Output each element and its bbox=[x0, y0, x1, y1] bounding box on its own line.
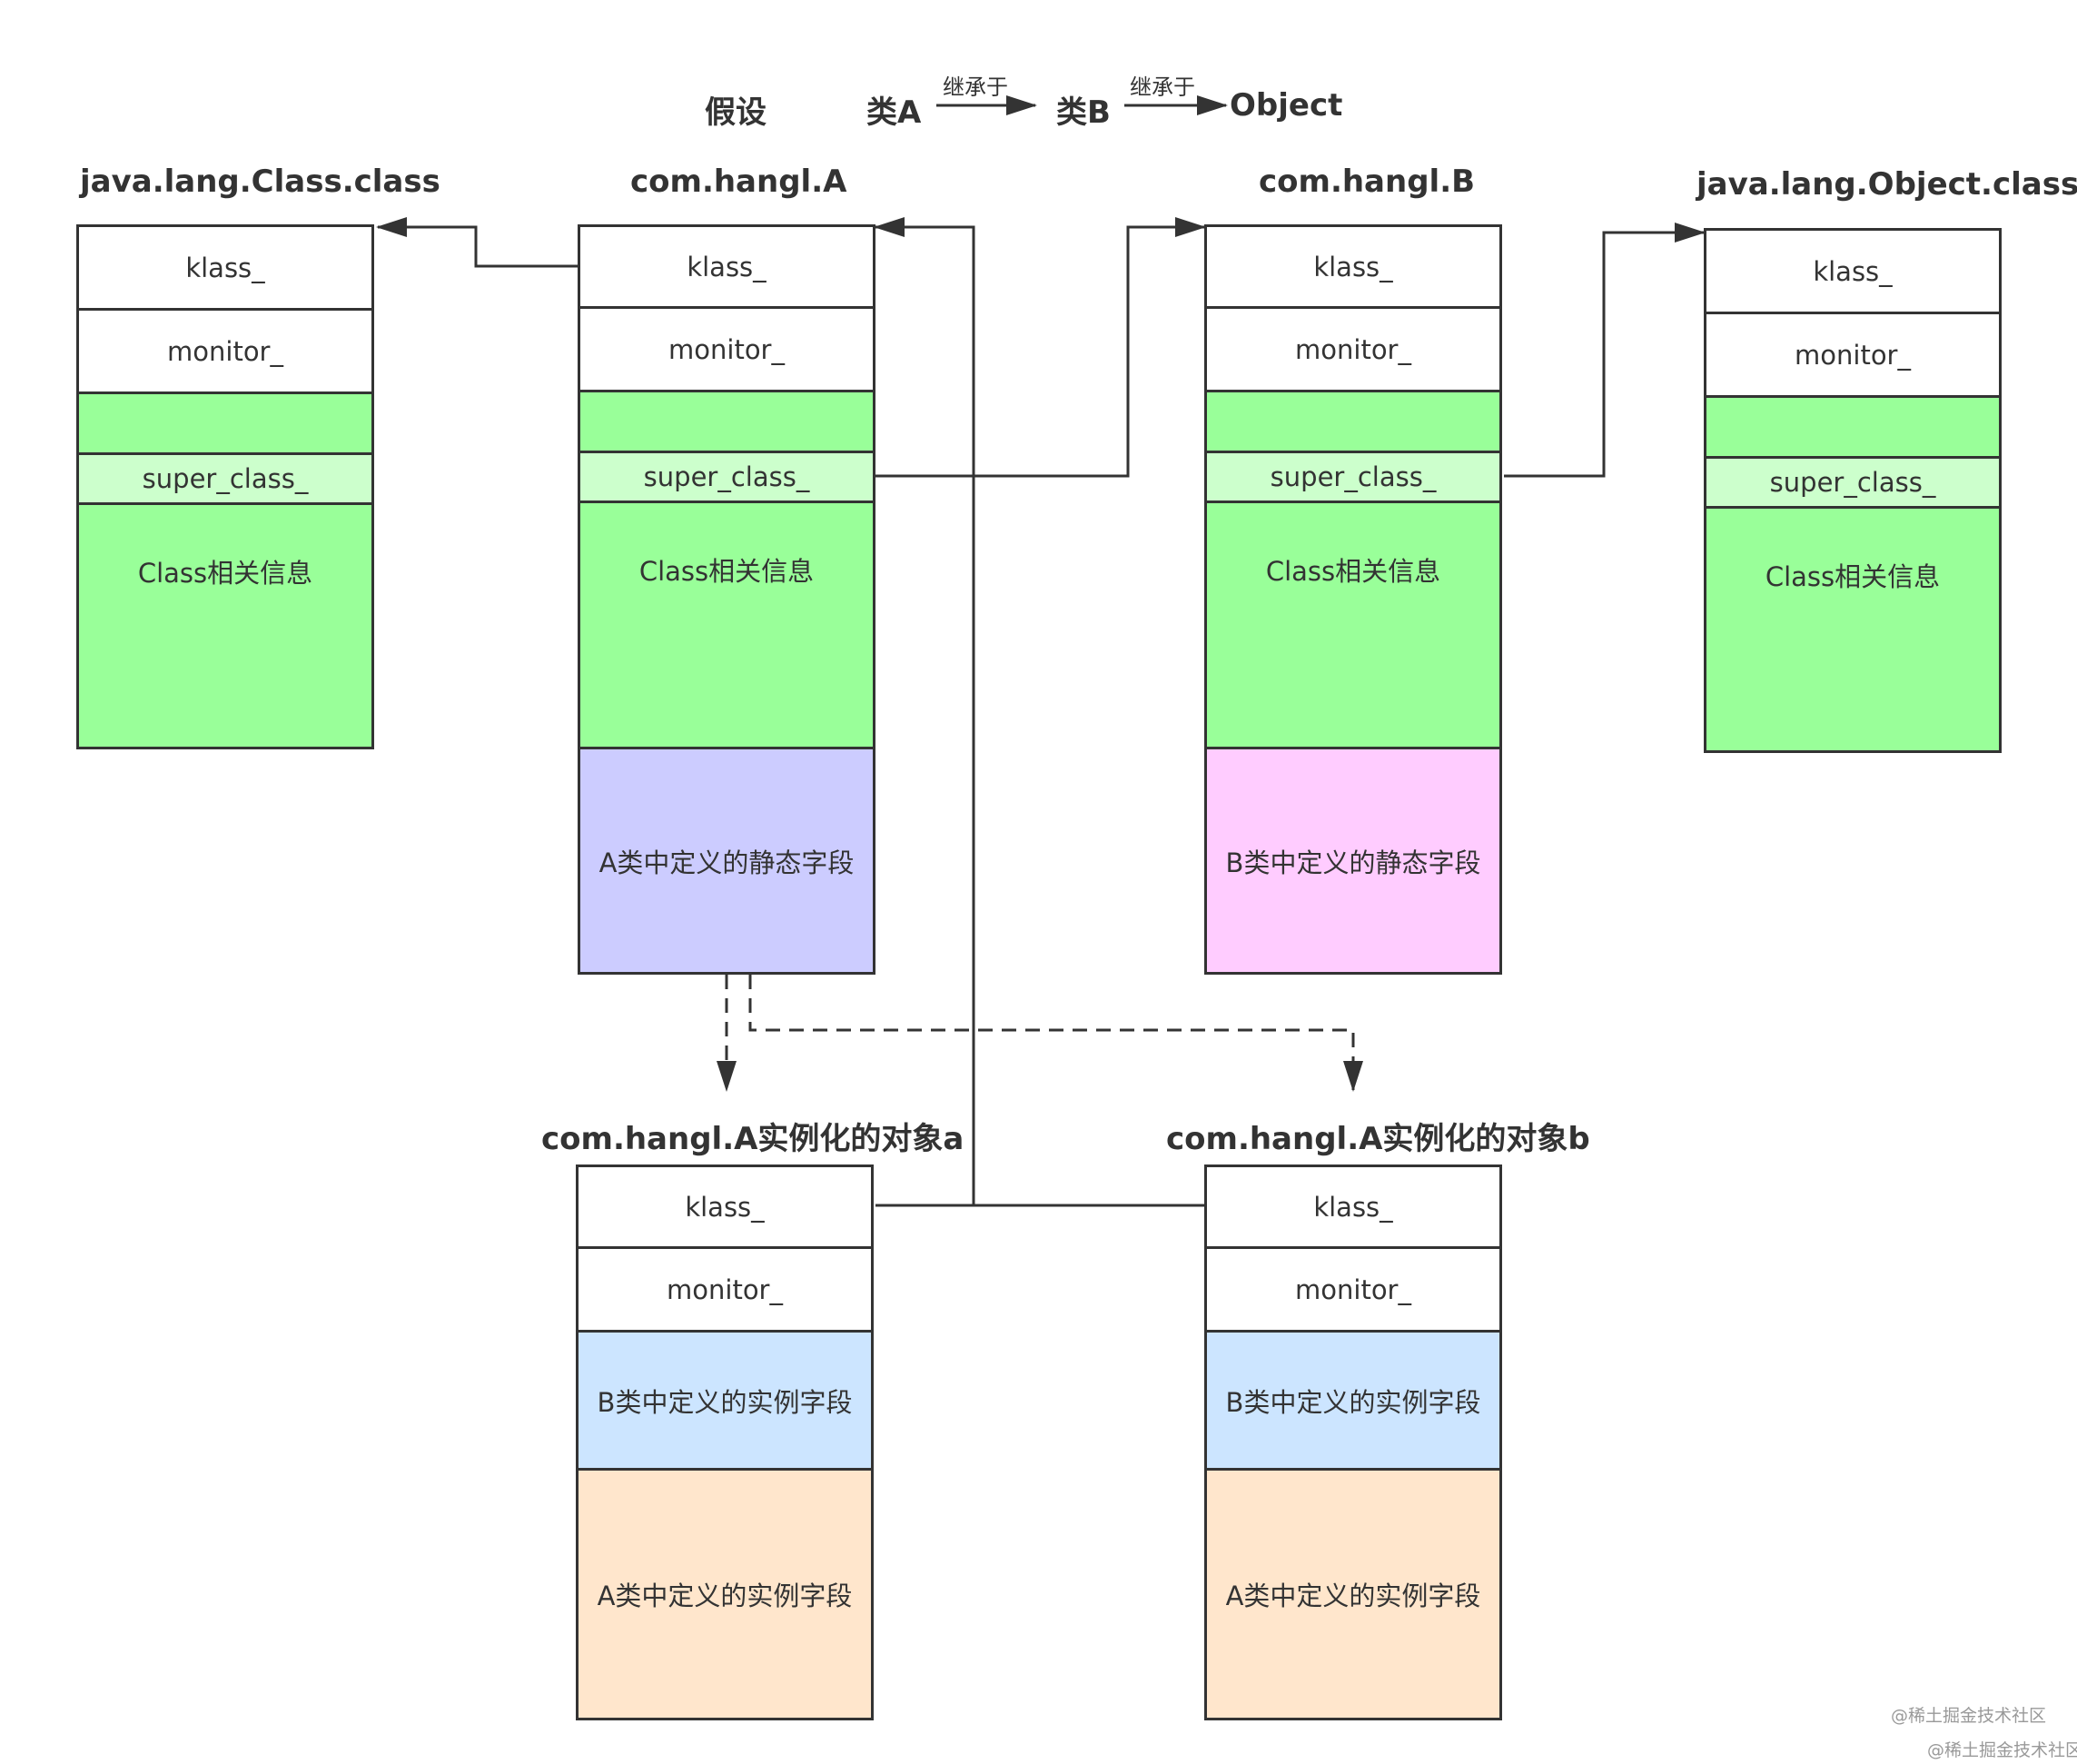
cell-blank bbox=[578, 390, 875, 453]
cell-monitor: monitor_ bbox=[1204, 1246, 1502, 1333]
cell-super-class: super_class_ bbox=[1704, 456, 2002, 509]
cell-blank bbox=[1704, 395, 2002, 459]
title-com-b: com.hangl.B bbox=[1259, 164, 1476, 200]
cell-a-instance-fields: A类中定义的实例字段 bbox=[576, 1468, 874, 1720]
cell-monitor: monitor_ bbox=[578, 306, 875, 392]
legend-object: Object bbox=[1230, 87, 1343, 124]
title-instance-a: com.hangl.A实例化的对象a bbox=[541, 1121, 964, 1157]
cell-class-info: Class相关信息 bbox=[1204, 500, 1502, 749]
cell-static-fields: A类中定义的静态字段 bbox=[578, 747, 875, 975]
cell-klass: klass_ bbox=[578, 224, 875, 309]
cell-blank bbox=[76, 391, 374, 455]
cell-monitor: monitor_ bbox=[1204, 306, 1502, 392]
cell-class-info: Class相关信息 bbox=[1704, 506, 2002, 753]
cell-blank bbox=[1204, 390, 1502, 453]
watermark-1: @稀土掘金技术社区 bbox=[1891, 1706, 2047, 1726]
cell-klass: klass_ bbox=[1704, 228, 2002, 314]
dashed-arrow-to-instance-b bbox=[748, 975, 1363, 1092]
cell-a-instance-fields: A类中定义的实例字段 bbox=[1204, 1468, 1502, 1720]
cell-monitor: monitor_ bbox=[76, 308, 374, 394]
connector-a-klass-to-class bbox=[376, 217, 578, 268]
legend-class-a: 类A bbox=[866, 94, 922, 131]
title-java-object: java.lang.Object.class bbox=[1696, 166, 2077, 203]
cell-klass: klass_ bbox=[576, 1164, 874, 1249]
cell-super-class: super_class_ bbox=[578, 451, 875, 503]
cell-klass: klass_ bbox=[76, 224, 374, 311]
cell-monitor: monitor_ bbox=[576, 1246, 874, 1333]
cell-b-instance-fields: B类中定义的实例字段 bbox=[1204, 1330, 1502, 1471]
legend-inherits-1: 继承于 bbox=[943, 74, 1008, 100]
connector-a-super-to-b bbox=[875, 217, 1206, 478]
legend-prefix: 假设 bbox=[705, 94, 767, 131]
box-com-b: klass_ monitor_ super_class_ Class相关信息 B… bbox=[1204, 224, 1502, 975]
legend-inherits-2: 继承于 bbox=[1130, 74, 1195, 100]
connector-b-super-to-object bbox=[1504, 223, 1706, 478]
box-java-object: klass_ monitor_ super_class_ Class相关信息 bbox=[1704, 228, 2002, 753]
cell-static-fields: B类中定义的静态字段 bbox=[1204, 747, 1502, 975]
box-instance-a: klass_ monitor_ B类中定义的实例字段 A类中定义的实例字段 bbox=[576, 1164, 874, 1720]
title-com-a: com.hangl.A bbox=[630, 164, 847, 200]
cell-class-info: Class相关信息 bbox=[578, 500, 875, 749]
box-instance-b: klass_ monitor_ B类中定义的实例字段 A类中定义的实例字段 bbox=[1204, 1164, 1502, 1720]
title-instance-b: com.hangl.A实例化的对象b bbox=[1166, 1121, 1590, 1157]
cell-class-info: Class相关信息 bbox=[76, 502, 374, 749]
cell-klass: klass_ bbox=[1204, 224, 1502, 309]
cell-klass: klass_ bbox=[1204, 1164, 1502, 1249]
cell-super-class: super_class_ bbox=[1204, 451, 1502, 503]
cell-monitor: monitor_ bbox=[1704, 312, 2002, 398]
box-java-class: klass_ monitor_ super_class_ Class相关信息 bbox=[76, 224, 374, 749]
legend-class-b: 类B bbox=[1056, 94, 1111, 131]
title-java-class: java.lang.Class.class bbox=[80, 164, 440, 200]
connector-instances-to-a bbox=[874, 217, 975, 1205]
cell-super-class: super_class_ bbox=[76, 452, 374, 505]
watermark-2: @稀土掘金技术社区 bbox=[1927, 1740, 2077, 1760]
cell-b-instance-fields: B类中定义的实例字段 bbox=[576, 1330, 874, 1471]
box-com-a: klass_ monitor_ super_class_ Class相关信息 A… bbox=[578, 224, 875, 975]
